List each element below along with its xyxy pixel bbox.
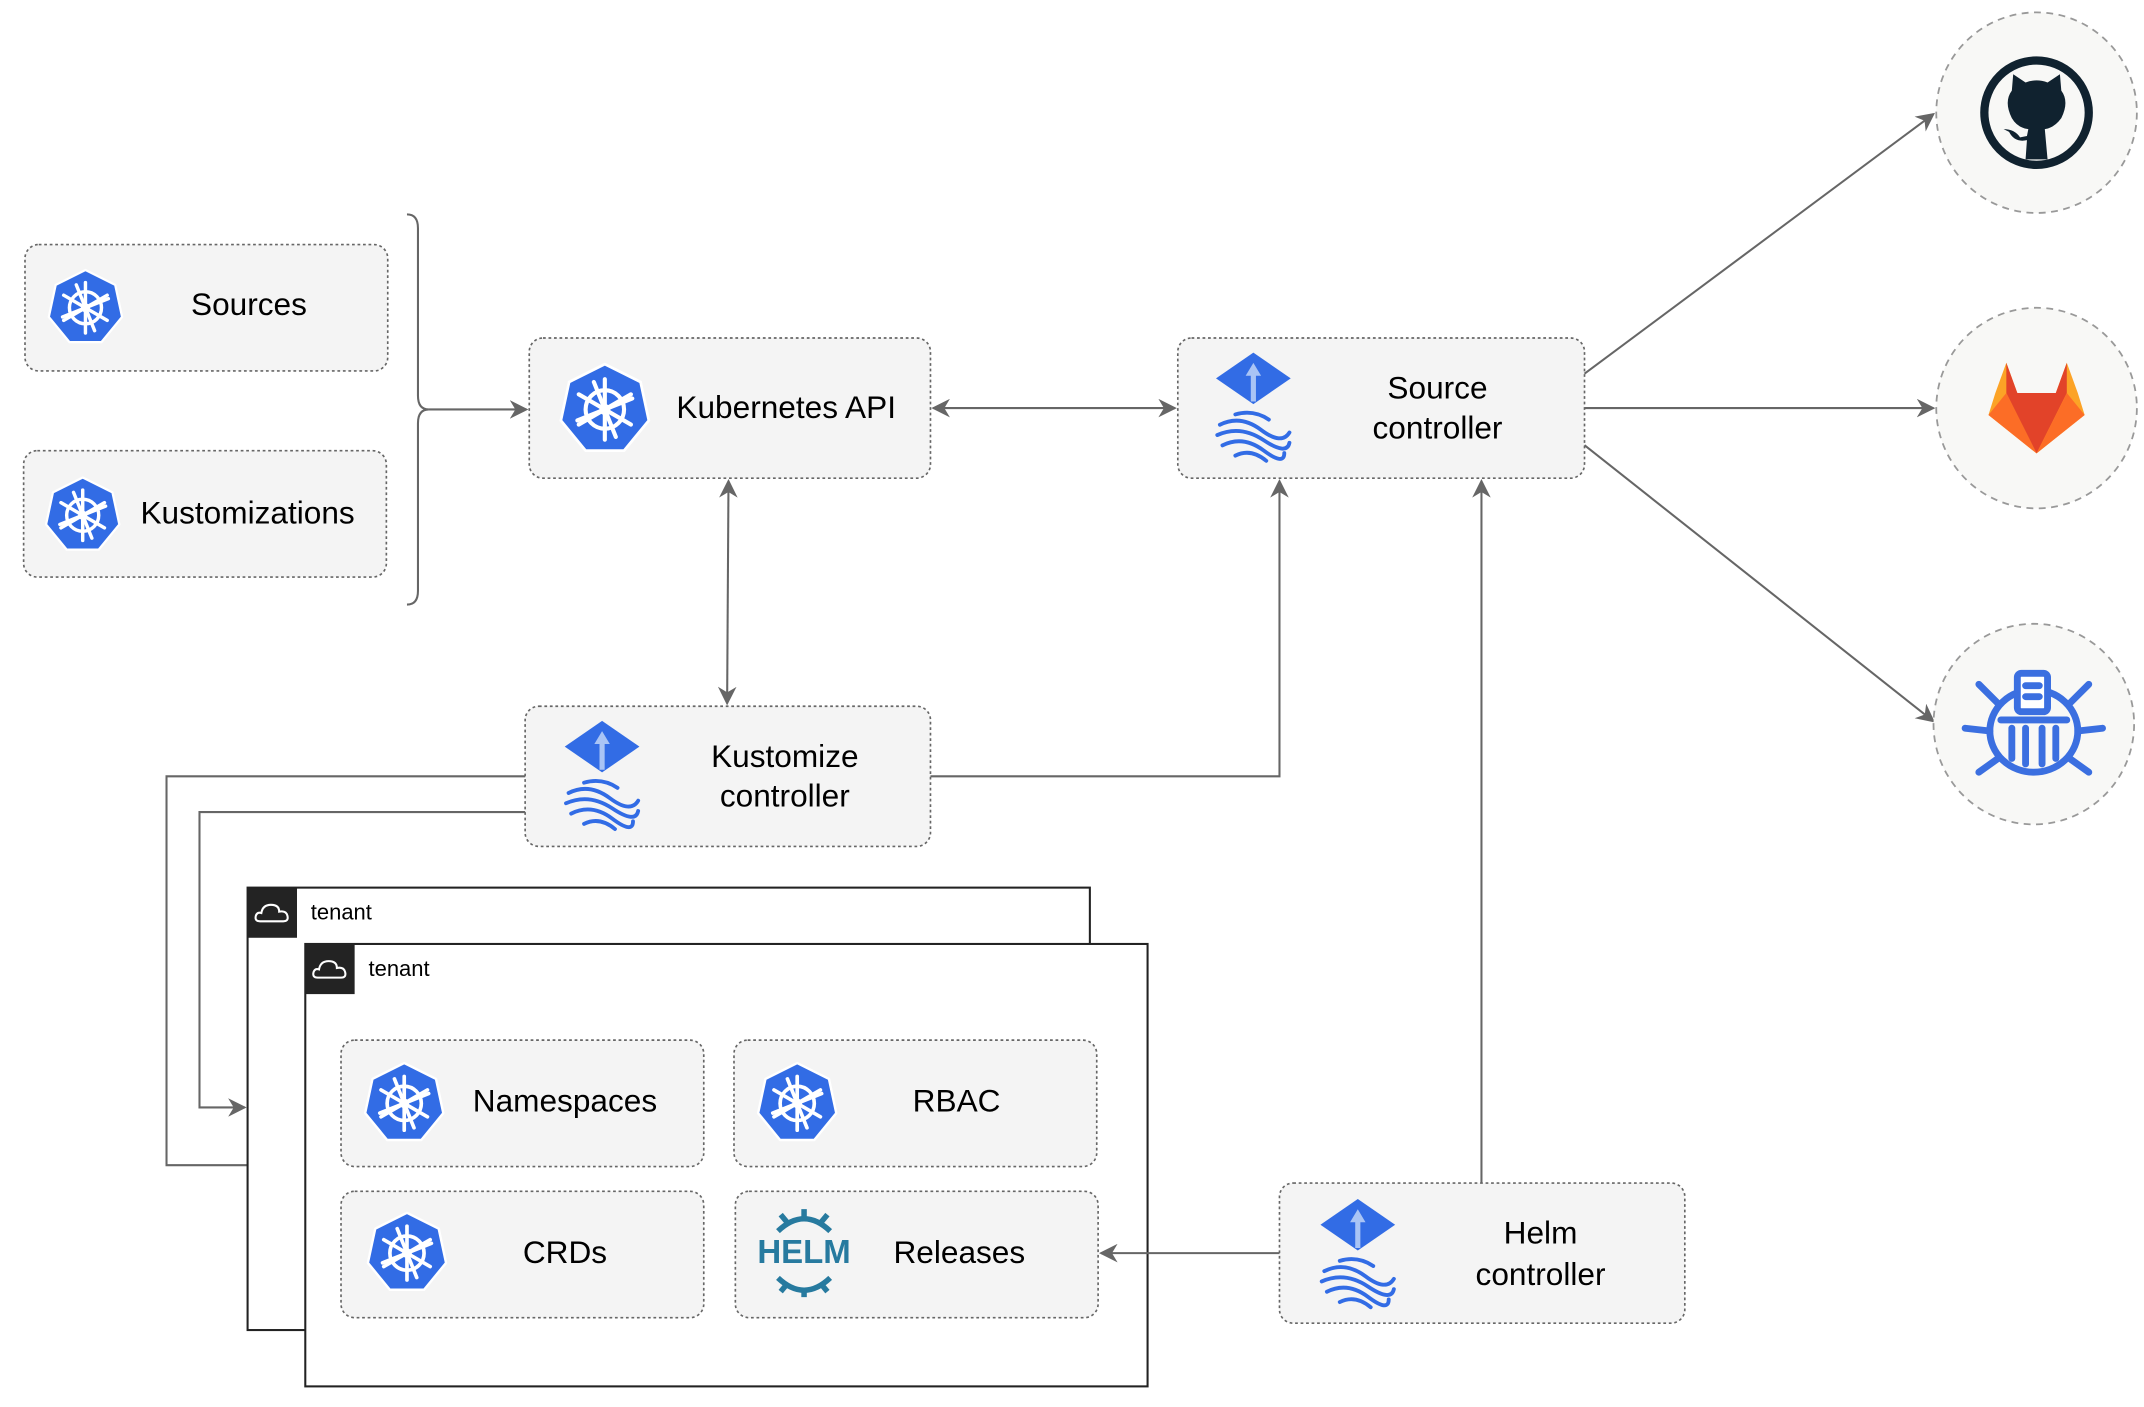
sources-label: Sources xyxy=(191,286,307,322)
kustomize-controller-label-1: Kustomize xyxy=(711,738,858,774)
edge-kustomize-to-tenant-back xyxy=(198,811,526,1117)
crds-label: CRDs xyxy=(523,1234,607,1270)
rbac-label: RBAC xyxy=(913,1083,1001,1119)
kustomize-controller-node[interactable]: Kustomize controller xyxy=(524,705,932,848)
edge-kustomize-to-source-controller xyxy=(930,479,1289,778)
source-controller-label-2: controller xyxy=(1373,409,1503,445)
helm-icon: HELM xyxy=(757,1209,851,1298)
namespaces-node[interactable]: Namespaces xyxy=(340,1039,705,1168)
cloud-icon xyxy=(247,887,298,939)
releases-label: Releases xyxy=(893,1234,1025,1270)
tenant-label: tenant xyxy=(311,900,372,925)
namespaces-label: Namespaces xyxy=(473,1083,657,1119)
gitlab-source[interactable] xyxy=(1935,306,2138,510)
kustomize-controller-label-2: controller xyxy=(720,778,850,814)
helm-logo-text: HELM xyxy=(757,1233,850,1270)
cloud-icon xyxy=(305,943,355,995)
edge-api-kustomize-controller xyxy=(717,479,738,706)
github-source[interactable] xyxy=(1935,11,2138,214)
edge-to-bucket xyxy=(1583,444,1935,723)
kubernetes-api-node[interactable]: Kubernetes API xyxy=(528,337,932,479)
kubernetes-api-label: Kubernetes API xyxy=(676,389,896,425)
kustomizations-label: Kustomizations xyxy=(140,495,354,531)
source-controller-node[interactable]: Source controller xyxy=(1176,337,1586,479)
edge-to-github xyxy=(1583,112,1936,375)
kustomizations-node[interactable]: Kustomizations xyxy=(22,449,388,578)
rbac-node[interactable]: RBAC xyxy=(733,1039,1098,1168)
source-controller-label-1: Source xyxy=(1387,370,1487,406)
tenant-label: tenant xyxy=(369,956,430,981)
bucket-source[interactable] xyxy=(1932,622,2136,826)
helm-controller-label-1: Helm xyxy=(1504,1215,1578,1251)
helm-controller-node[interactable]: Helm controller xyxy=(1278,1182,1686,1325)
sources-node[interactable]: Sources xyxy=(24,243,389,372)
github-icon xyxy=(1980,56,2093,170)
gitlab-icon xyxy=(1988,362,2085,454)
crds-node[interactable]: CRDs xyxy=(340,1190,705,1319)
edge-kustomize-to-tenant-front xyxy=(165,775,526,1175)
grouping-brace xyxy=(406,213,430,606)
bucket-icon xyxy=(1961,669,2106,776)
releases-node[interactable]: HELM Releases xyxy=(734,1190,1099,1319)
helm-controller-label-2: controller xyxy=(1476,1256,1606,1292)
